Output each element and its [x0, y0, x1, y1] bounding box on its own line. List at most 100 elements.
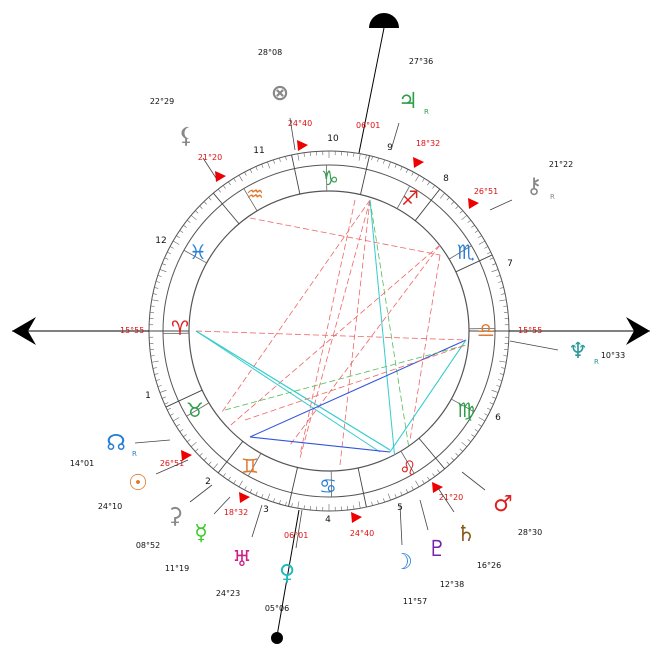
- house-number-10: 10: [327, 134, 339, 144]
- mc-degree: 06°01: [356, 121, 380, 130]
- saturn-icon: ♄: [456, 522, 476, 547]
- venus-degree: 05°06: [265, 604, 289, 613]
- venus-pointer: [295, 509, 303, 549]
- mercury-degree: 11°19: [165, 564, 189, 573]
- pluto-degree: 12°38: [440, 580, 464, 589]
- cusp-marker-triangle: [468, 198, 479, 209]
- ic-degree: 06°01: [284, 531, 308, 540]
- sign-sagittarius-icon: ♐: [401, 186, 419, 210]
- sign-gemini-icon: ♊: [241, 454, 259, 478]
- uranus-pointer: [251, 504, 263, 538]
- descendant-axis: 15°55: [508, 317, 650, 345]
- chiron-pointer: [489, 199, 513, 211]
- saturn-pointer: [437, 487, 455, 513]
- cusp-marker-triangle: [432, 482, 443, 493]
- part-of-fortune-pointer: [289, 117, 296, 151]
- asc-degree: 15°55: [120, 326, 144, 335]
- zodiac-signs: ♈♉♊♋♌♍♎♏♐♑♒♓: [171, 166, 495, 498]
- imum-coeli-marker: [271, 632, 283, 644]
- cusp-degree-label: 18°32: [416, 139, 440, 148]
- moon-degree: 11°57: [403, 597, 427, 606]
- sign-ring: [162, 164, 496, 498]
- jupiter-degree: 27°36: [409, 57, 433, 66]
- neptune-retrograde-label: R: [594, 358, 599, 366]
- degree-ticks: [149, 151, 509, 511]
- jupiter-icon: ♃: [398, 89, 418, 114]
- sun-icon: ☉: [128, 471, 148, 496]
- house-number-12: 12: [155, 236, 166, 246]
- sign-dividers: [163, 165, 495, 497]
- house-number-8: 8: [443, 174, 449, 184]
- lilith-pointer: [202, 157, 217, 179]
- pluto-pointer: [419, 499, 429, 531]
- outer-ring: [148, 150, 510, 512]
- neptune-icon: ♆: [568, 339, 588, 364]
- mars-icon: ♂: [493, 492, 513, 517]
- jupiter-pointer: [390, 122, 400, 151]
- sun-degree: 24°10: [98, 502, 122, 511]
- sign-pisces-icon: ♓: [189, 240, 207, 264]
- north-node-retrograde-label: R: [132, 450, 137, 458]
- sign-aries-icon: ♈: [171, 316, 189, 340]
- jupiter-retrograde-label: R: [424, 108, 429, 116]
- mercury-pointer: [213, 496, 231, 515]
- sign-leo-icon: ♌: [399, 456, 417, 480]
- pluto-icon: ♇: [427, 537, 447, 562]
- inner-ring: [188, 190, 470, 472]
- ceres-degree: 08°52: [136, 541, 160, 550]
- cusp-marker-triangle: [297, 140, 308, 151]
- house-number-2: 2: [205, 477, 211, 487]
- aspect-lines: [195, 199, 467, 466]
- sign-taurus-icon: ♉: [186, 398, 204, 422]
- midheaven-marker: [369, 13, 399, 28]
- chiron-icon: ⚷: [526, 174, 542, 199]
- cusp-degree-label: 18°32: [224, 508, 248, 517]
- part-of-fortune-icon: ⊗: [271, 81, 289, 106]
- cusp-degree-label: 21°20: [439, 493, 463, 502]
- house-numbers: 123456789101112: [145, 134, 513, 525]
- uranus-icon: ♅: [232, 547, 252, 572]
- cusp-marker-triangle: [215, 171, 226, 182]
- dsc-degree: 15°55: [518, 326, 542, 335]
- cusp-degree-label: 26°51: [474, 187, 498, 196]
- cusp-marker-triangle: [351, 512, 362, 523]
- sign-virgo-icon: ♍: [457, 398, 475, 422]
- ceres-icon: ⚳: [167, 504, 183, 529]
- moon-icon: ☽: [393, 550, 413, 575]
- imum-coeli-axis: 06°01: [271, 509, 308, 644]
- cusp-degree-label: 24°40: [350, 529, 374, 538]
- neptune-degree: 10°33: [601, 351, 625, 360]
- mars-degree: 28°30: [518, 528, 542, 537]
- cusp-degree-label: 26°51: [160, 459, 184, 468]
- house-number-4: 4: [325, 515, 331, 525]
- house-number-9: 9: [387, 143, 393, 153]
- sign-libra-icon: ♎: [477, 318, 495, 342]
- uranus-degree: 24°23: [216, 589, 240, 598]
- lilith-degree: 22°29: [150, 97, 174, 106]
- lilith-icon: ⚸: [178, 124, 194, 149]
- venus-icon: ♀: [279, 561, 295, 586]
- sign-capricorn-icon: ♑: [321, 166, 339, 190]
- cusp-marker-triangle: [181, 450, 192, 461]
- north-node-icon: ☊: [106, 431, 126, 456]
- house-cusp-lines: [149, 154, 509, 508]
- ascendant-axis: 15°55: [12, 317, 150, 345]
- north-node-pointer: [134, 439, 171, 444]
- cusp-marker-triangle: [239, 492, 250, 503]
- house-number-11: 11: [253, 146, 264, 156]
- descendant-arrow: [626, 317, 650, 345]
- sign-aquarius-icon: ♒: [246, 182, 264, 206]
- neptune-pointer: [509, 340, 559, 351]
- sun-pointer: [155, 459, 189, 475]
- sign-cancer-icon: ♋: [319, 474, 337, 498]
- house-number-1: 1: [145, 391, 151, 401]
- cusp-marker-triangle: [413, 157, 424, 168]
- house-number-3: 3: [263, 505, 269, 515]
- ceres-pointer: [189, 484, 213, 503]
- midheaven-axis: 06°01: [356, 13, 399, 154]
- house-number-7: 7: [507, 259, 513, 269]
- part-of-fortune-degree: 28°08: [258, 48, 282, 57]
- saturn-degree: 16°26: [477, 561, 501, 570]
- ascendant-arrow: [12, 317, 36, 345]
